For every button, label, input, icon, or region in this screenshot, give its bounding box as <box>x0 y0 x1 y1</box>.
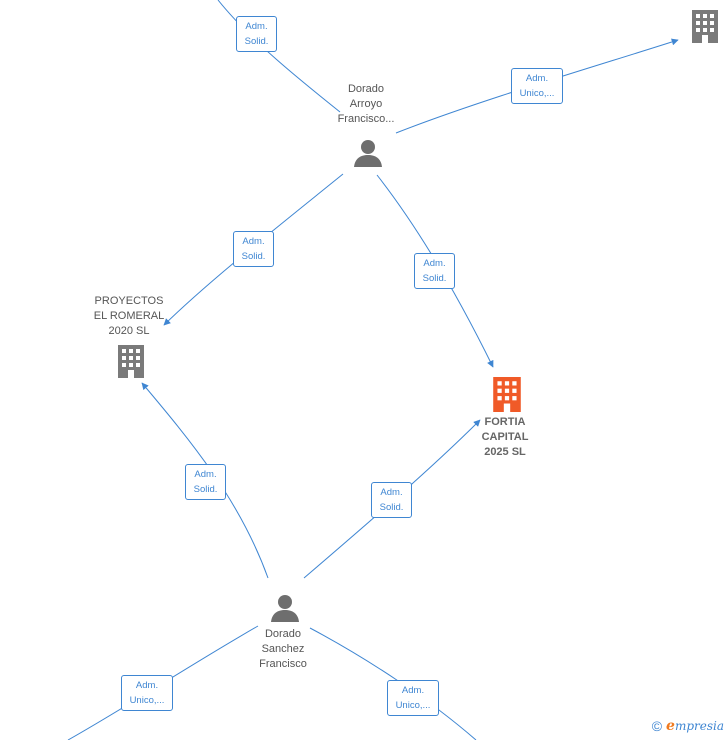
node-label-line: Francisco <box>259 658 307 670</box>
edge-label-line: Unico,... <box>129 695 165 706</box>
edge-label-line: Adm. <box>423 258 446 269</box>
node-label-line: Arroyo <box>349 98 383 110</box>
node-label-fortia[interactable]: FORTIA CAPITAL 2025 SL <box>482 415 529 460</box>
edge-label-line: Unico,... <box>395 700 431 711</box>
node-label-line: Sanchez <box>261 643 305 655</box>
edge-label-line: Adm. <box>525 73 549 84</box>
building-icon[interactable] <box>690 10 720 43</box>
edge-label-line: Adm. <box>135 680 159 691</box>
edge-label-line: Solid. <box>193 484 218 495</box>
building-icon[interactable] <box>116 345 146 378</box>
edge-label-line: Solid. <box>241 251 266 262</box>
edge-label-line: Solid. <box>244 36 269 47</box>
edge-label-line: Adm. <box>242 236 265 247</box>
edge-label-line: Unico,... <box>519 88 555 99</box>
copyright-icon: © <box>651 718 663 734</box>
node-label-line: 2020 SL <box>108 325 150 337</box>
edge-label-line: Adm. <box>401 685 425 696</box>
brand-rest: mpresia <box>674 719 724 733</box>
edge-label-line: Adm. <box>194 469 217 480</box>
node-label-line: Dorado <box>347 83 385 95</box>
brand-logo: empresia <box>666 718 724 734</box>
edge-label[interactable]: Adm. Solid. <box>414 253 455 289</box>
node-label-proyectos[interactable]: PROYECTOS EL ROMERAL 2020 SL <box>94 294 165 339</box>
edge-label[interactable]: Adm. Unico,... <box>511 68 563 104</box>
person-icon[interactable] <box>270 593 300 623</box>
edge-label[interactable]: Adm. Unico,... <box>387 680 439 716</box>
edge-label[interactable]: Adm. Solid. <box>371 482 412 518</box>
footer-credit: © empresia <box>652 718 724 734</box>
edge-label-line: Solid. <box>422 273 447 284</box>
node-label-line: Dorado <box>264 628 302 640</box>
node-label-dorado-sanchez[interactable]: Dorado Sanchez Francisco <box>259 627 307 672</box>
edge-top-to-dorado-arroyo <box>217 0 341 113</box>
node-label-line: FORTIA <box>484 416 526 428</box>
edge-label[interactable]: Adm. Solid. <box>236 16 277 52</box>
edge-label-line: Adm. <box>245 21 268 32</box>
edge-label[interactable]: Adm. Solid. <box>185 464 226 500</box>
node-label-line: EL ROMERAL <box>93 310 165 322</box>
node-label-dorado-arroyo[interactable]: Dorado Arroyo Francisco... <box>338 82 395 127</box>
node-label-line: 2025 SL <box>484 446 526 458</box>
edge-label-line: Adm. <box>380 487 403 498</box>
brand-initial: e <box>666 718 675 734</box>
node-label-line: CAPITAL <box>481 431 529 443</box>
node-label-line: Francisco... <box>337 113 395 125</box>
edge-label-line: Solid. <box>379 502 404 513</box>
building-focus-icon[interactable] <box>491 377 523 412</box>
person-icon[interactable] <box>353 138 383 168</box>
edge-label[interactable]: Adm. Solid. <box>233 231 274 267</box>
edge-label[interactable]: Adm. Unico,... <box>121 675 173 711</box>
node-label-line: PROYECTOS <box>94 295 164 307</box>
